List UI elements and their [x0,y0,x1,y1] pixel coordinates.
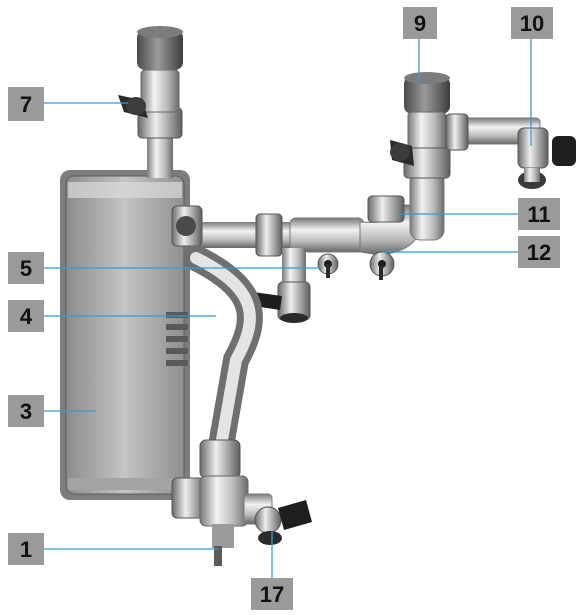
callout-17-label: 17 [260,582,284,607]
manifold-pipe [171,205,390,323]
plate-heat-exchanger [60,170,190,500]
callout-4-label: 4 [20,304,33,329]
callout-12-label: 12 [527,240,551,265]
exchanger-side-ribs [166,312,188,366]
callout-3-label: 3 [20,399,32,424]
top-right-valve-assembly [390,72,576,189]
callout-7: 7 [8,87,44,121]
callout-11-label: 11 [527,202,550,227]
leader-lines [42,36,532,578]
callout-5: 5 [8,252,44,284]
callout-10-label: 10 [520,11,544,36]
callout-4: 4 [8,300,44,332]
bottom-valve-assembly [171,475,312,566]
curved-return-pipe [183,245,263,479]
callout-7-label: 7 [20,92,32,117]
callout-12: 12 [518,236,560,268]
right-riser-assembly [359,159,445,280]
callout-10: 10 [511,7,553,39]
callout-3: 3 [8,395,44,427]
callout-5-label: 5 [20,256,32,281]
callout-11: 11 [518,198,560,230]
callout-1: 1 [8,533,44,565]
callout-9: 9 [403,7,437,39]
callout-17: 17 [251,578,293,610]
callout-1-label: 1 [20,537,32,562]
top-left-valve-assembly [118,26,183,178]
callout-9-label: 9 [414,11,426,36]
